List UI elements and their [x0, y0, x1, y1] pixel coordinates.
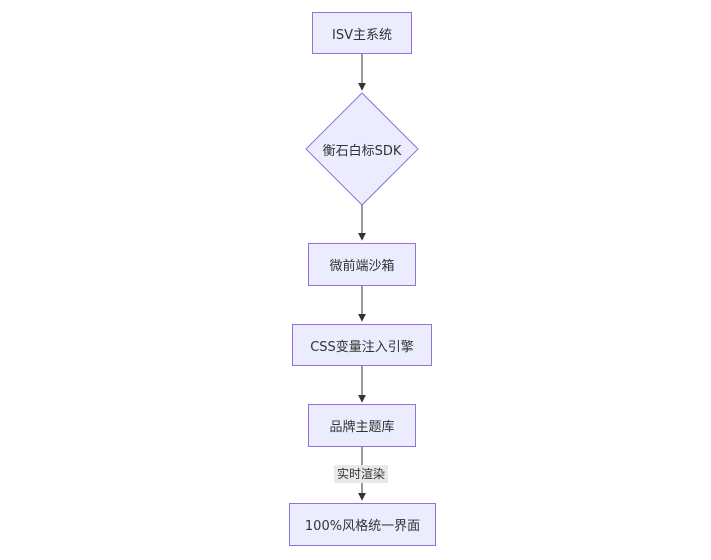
- node-isv: ISV主系统: [312, 12, 412, 54]
- node-unified-label: 100%风格统一界面: [304, 519, 421, 534]
- node-sdk: 衡石白标SDK: [306, 93, 418, 205]
- node-theme-lib-label: 品牌主题库: [329, 420, 395, 435]
- node-css-engine-label: CSS变量注入引擎: [310, 339, 414, 355]
- node-sandbox: 微前端沙箱: [308, 243, 416, 286]
- node-theme-lib: 品牌主题库: [308, 404, 416, 447]
- node-sandbox-label: 微前端沙箱: [329, 259, 395, 274]
- node-css-engine: CSS变量注入引擎: [292, 324, 432, 366]
- node-sdk-label: 衡石白标SDK: [322, 143, 402, 159]
- edge-label-realtime-render: 实时渲染: [334, 465, 389, 483]
- edge-label-realtime-render-text: 实时渲染: [337, 467, 386, 481]
- node-unified: 100%风格统一界面: [289, 503, 436, 546]
- node-isv-label: ISV主系统: [332, 27, 392, 43]
